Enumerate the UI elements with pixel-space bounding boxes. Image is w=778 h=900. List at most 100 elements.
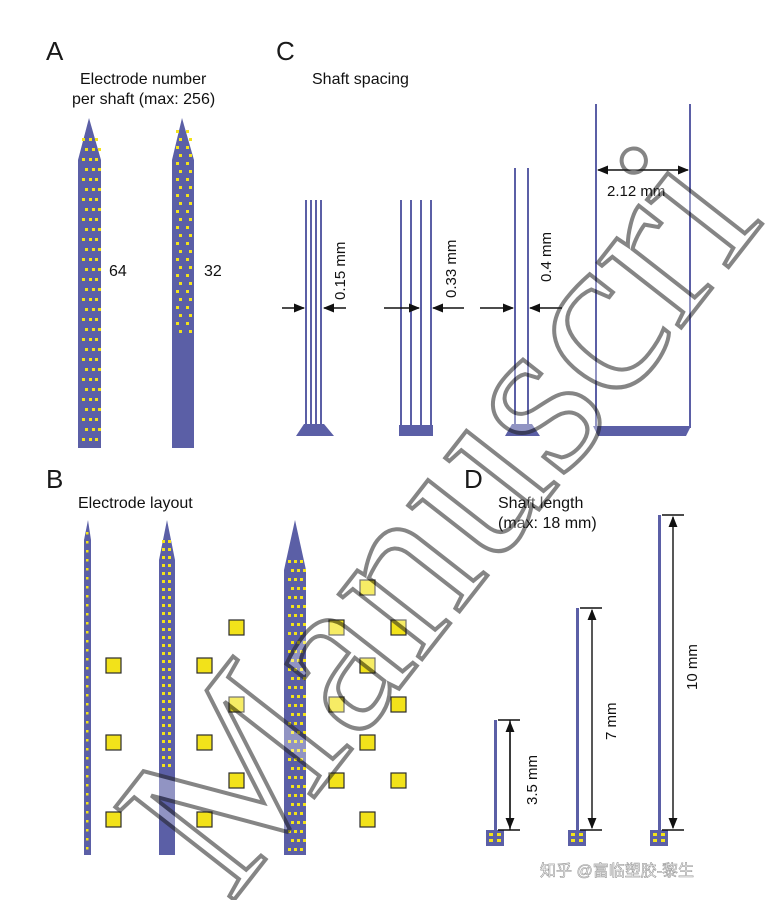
count-64-label: 64 xyxy=(109,263,127,280)
pad-double-3 xyxy=(228,696,245,713)
panel-b-letter: B xyxy=(46,464,63,494)
panel-c-letter: C xyxy=(276,36,295,66)
electrode-dot xyxy=(95,198,98,201)
electrode-dot xyxy=(162,748,165,751)
electrode-dot xyxy=(168,644,171,647)
electrode-dot xyxy=(176,146,179,149)
electrode-dot xyxy=(89,198,92,201)
electrode-dot xyxy=(176,162,179,165)
shaft-32-electrodes xyxy=(172,118,194,448)
electrode-dot xyxy=(86,766,89,769)
electrode-dot xyxy=(300,776,303,779)
electrode-dot xyxy=(168,748,171,751)
electrode-dot xyxy=(189,186,192,189)
electrode-dot xyxy=(179,170,182,173)
electrode-dot xyxy=(86,721,89,724)
electrode-dot xyxy=(86,541,89,544)
electrode-dot xyxy=(162,716,165,719)
electrode-dot xyxy=(179,250,182,253)
electrode-dot xyxy=(297,695,300,698)
electrode-dot xyxy=(85,268,88,271)
electrode-dot xyxy=(186,194,189,197)
electrode-dot xyxy=(291,731,294,734)
electrode-dot xyxy=(89,438,92,441)
electrode-dot xyxy=(82,338,85,341)
electrode-dot xyxy=(288,848,291,851)
electrode-dot xyxy=(288,668,291,671)
electrode-dot xyxy=(168,636,171,639)
electrode-dot xyxy=(186,274,189,277)
electrode-dot xyxy=(168,716,171,719)
electrode-dot xyxy=(92,408,95,411)
panel-d-title-line2: (max: 18 mm) xyxy=(498,515,597,532)
panel-c-title: Shaft spacing xyxy=(312,71,409,88)
electrode-dot xyxy=(95,358,98,361)
panel-a-letter: A xyxy=(46,36,64,66)
panel-d-title-line1: Shaft length xyxy=(498,495,583,512)
electrode-dot xyxy=(89,398,92,401)
electrode-dot xyxy=(303,677,306,680)
electrode-dot xyxy=(300,812,303,815)
electrode-dot xyxy=(186,178,189,181)
electrode-dot xyxy=(86,712,89,715)
pad-multi-3 xyxy=(390,619,407,636)
electrode-dot xyxy=(82,238,85,241)
electrode-dot xyxy=(186,210,189,213)
electrode-dots-multi-column xyxy=(288,560,306,851)
electrode-dot xyxy=(162,692,165,695)
electrode-dot xyxy=(98,428,101,431)
probe-spacing-033: 0.33 mm xyxy=(384,200,464,436)
panel-c: C Shaft spacing 0.15 mm 0.33 mm xyxy=(276,36,691,436)
electrode-dot xyxy=(82,178,85,181)
electrode-dot xyxy=(162,548,165,551)
electrode-dot xyxy=(92,308,95,311)
electrode-dot xyxy=(168,708,171,711)
electrode-dot xyxy=(303,785,306,788)
electrode-dot xyxy=(294,812,297,815)
electrode-dot xyxy=(85,208,88,211)
electrode-dot xyxy=(95,298,98,301)
electrode-dot xyxy=(300,668,303,671)
pad-multi-1 xyxy=(359,579,376,596)
electrode-dot xyxy=(92,208,95,211)
pad-double-6 xyxy=(196,811,213,828)
electrode-dot xyxy=(300,650,303,653)
electrode-dot xyxy=(186,290,189,293)
electrode-dot xyxy=(95,318,98,321)
electrode-dot xyxy=(291,587,294,590)
electrode-dot xyxy=(82,278,85,281)
electrode-dot xyxy=(162,588,165,591)
electrode-dot xyxy=(85,248,88,251)
electrode-dot xyxy=(294,776,297,779)
electrode-dot xyxy=(297,623,300,626)
pad-single-2 xyxy=(105,734,122,751)
electrode-dot xyxy=(162,676,165,679)
electrode-dot xyxy=(294,704,297,707)
pad-multi-10 xyxy=(359,811,376,828)
electrode-dot xyxy=(168,620,171,623)
electrode-dot xyxy=(98,148,101,151)
electrode-dot xyxy=(162,732,165,735)
electrode-dot xyxy=(168,684,171,687)
electrode-dot xyxy=(89,378,92,381)
electrode-dot xyxy=(291,839,294,842)
electrode-dot xyxy=(85,428,88,431)
electrode-dot xyxy=(294,668,297,671)
length-10-label: 10 mm xyxy=(684,644,701,690)
electrode-dot xyxy=(86,604,89,607)
electrode-dot xyxy=(85,188,88,191)
electrode-dot xyxy=(288,632,291,635)
electrode-dot xyxy=(86,613,89,616)
electrode-dot xyxy=(162,636,165,639)
electrode-dot xyxy=(179,282,182,285)
electrode-dot xyxy=(168,700,171,703)
electrode-dot xyxy=(98,388,101,391)
electrode-dot xyxy=(291,641,294,644)
electrode-dot xyxy=(179,218,182,221)
electrode-dot xyxy=(86,559,89,562)
electrode-dot xyxy=(82,378,85,381)
electrode-dot xyxy=(288,650,291,653)
electrode-dot xyxy=(294,686,297,689)
electrode-dot xyxy=(294,578,297,581)
